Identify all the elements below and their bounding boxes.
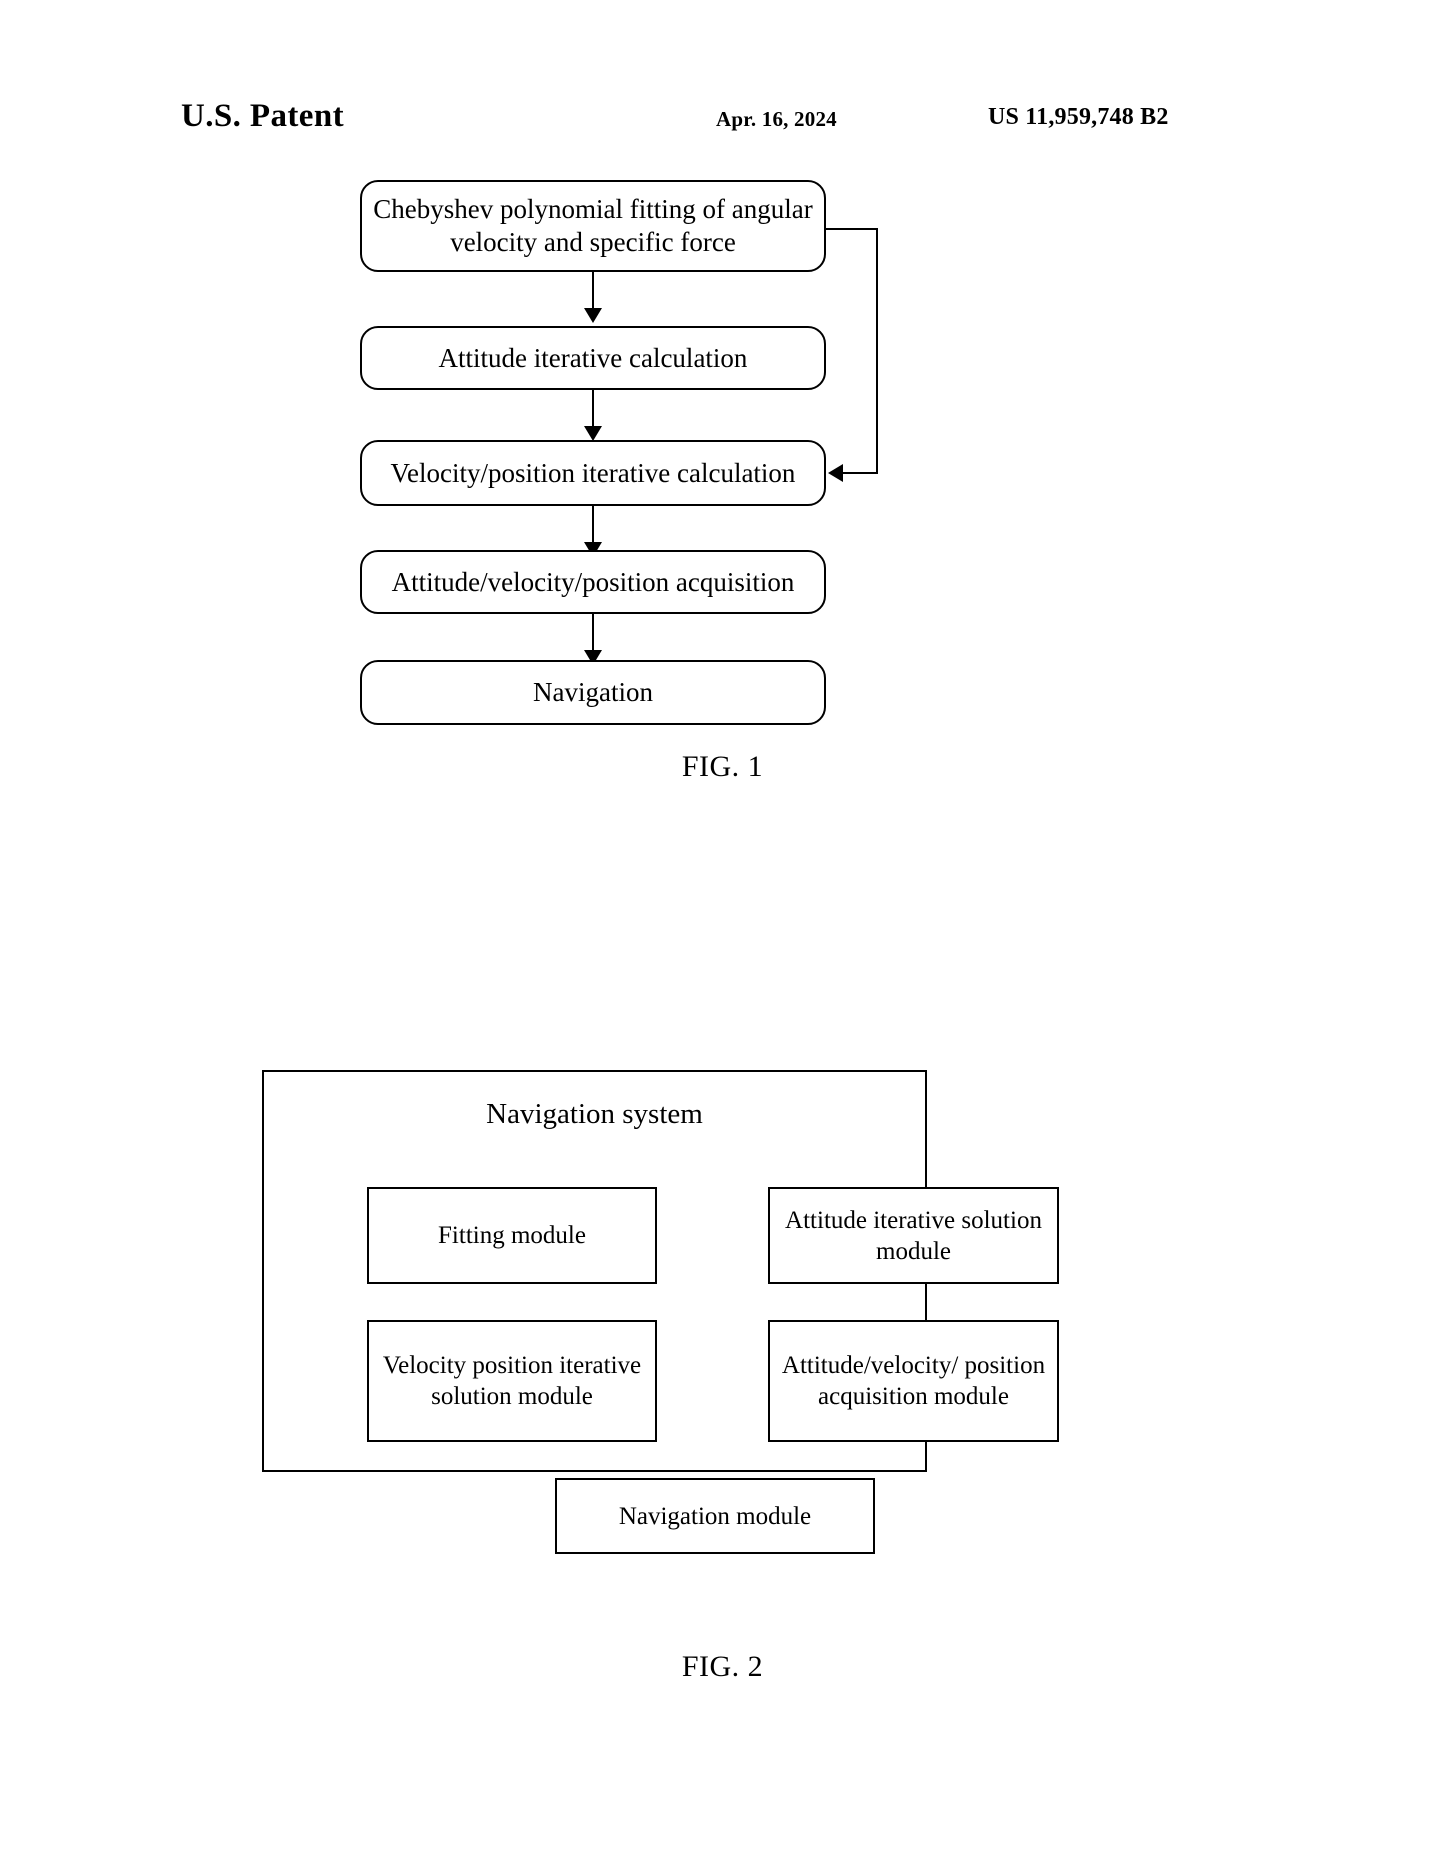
feedback-vertical-segment [876, 228, 879, 473]
module-box-fitting: Fitting module [367, 1187, 657, 1284]
feedback-top-segment [826, 228, 878, 231]
arrow-fitting-to-attitude [584, 308, 602, 323]
figure-2: Navigation system Fitting module Attitud… [0, 1050, 1445, 1830]
connector-acquisition-to-navigation-line [592, 614, 595, 652]
flow-box-fitting-label: Chebyshev polynomial fitting of angular … [373, 194, 813, 257]
arrow-attitude-to-velocity [584, 426, 602, 441]
figure-1-caption: FIG. 1 [681, 750, 764, 783]
patent-number: US 11,959,748 B2 [988, 104, 1169, 130]
flow-box-attitude-iteration-label: Attitude iterative calculation [438, 342, 748, 373]
module-box-attitude-velocity-position-acquisition: Attitude/velocity/ position acquisition … [768, 1320, 1059, 1442]
module-box-velocity-position-iterative-solution: Velocity position iterative solution mod… [367, 1320, 657, 1442]
patent-issue-date: Apr. 16, 2024 [716, 107, 837, 131]
module-box-velocity-position-iterative-solution-label: Velocity position iterative solution mod… [382, 1352, 642, 1410]
module-box-attitude-iterative-solution: Attitude iterative solution module [768, 1187, 1059, 1284]
flow-box-velocity-position-iteration: Velocity/position iterative calculation [360, 440, 826, 506]
flow-box-fitting: Chebyshev polynomial fitting of angular … [360, 180, 826, 272]
arrow-feedback-to-velocity-position [828, 464, 843, 482]
flow-box-attitude-iteration: Attitude iterative calculation [360, 326, 826, 390]
flow-box-navigation-label: Navigation [533, 677, 653, 708]
module-box-navigation: Navigation module [555, 1478, 875, 1554]
feedback-bottom-segment [843, 472, 878, 475]
patent-office-label: U.S. Patent [181, 98, 344, 134]
module-box-attitude-iterative-solution-label: Attitude iterative solution module [785, 1206, 1042, 1265]
figure-2-caption: FIG. 2 [681, 1650, 764, 1683]
connector-fitting-to-attitude-line [592, 272, 595, 310]
flow-box-velocity-position-iteration-label: Velocity/position iterative calculation [390, 457, 796, 488]
flow-box-acquisition-label: Attitude/velocity/position acquisition [391, 566, 795, 597]
navigation-system-title: Navigation system [486, 1098, 703, 1130]
patent-page-header: U.S. Patent Apr. 16, 2024 US 11,959,748 … [0, 98, 1445, 144]
module-box-attitude-velocity-position-acquisition-label: Attitude/velocity/ position acquisition … [781, 1352, 1046, 1410]
module-box-navigation-label: Navigation module [618, 1502, 812, 1530]
connector-attitude-to-velocity-line [592, 390, 595, 428]
module-box-fitting-label: Fitting module [438, 1222, 586, 1249]
connector-velocity-to-acquisition-line [592, 506, 595, 544]
figure-1: Chebyshev polynomial fitting of angular … [0, 180, 1445, 940]
flow-box-navigation: Navigation [360, 660, 826, 725]
flow-box-acquisition: Attitude/velocity/position acquisition [360, 550, 826, 614]
